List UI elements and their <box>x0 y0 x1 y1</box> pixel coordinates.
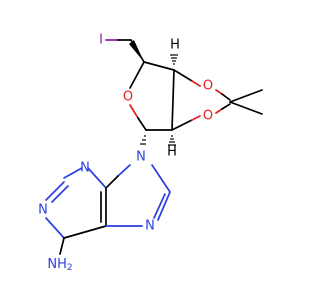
bond-c2-o-bottom <box>171 119 193 131</box>
hash-bond-bottom-h <box>168 135 176 146</box>
bond-c4-c4b <box>105 175 119 189</box>
bond-c2-n1-dbl-a <box>45 181 65 201</box>
atom-iodine: I <box>99 33 103 48</box>
bond-n9-c4 <box>117 164 131 177</box>
bond-n9-c8 <box>151 164 171 193</box>
bond-o-top-cme2 <box>221 93 231 101</box>
bond-c8-n7-b <box>153 193 166 219</box>
bond-c6-nh2 <box>59 237 65 255</box>
wedge-c4-ch2 <box>129 40 144 62</box>
bond-cme2-methyl-b <box>229 101 263 115</box>
hash-bond-top-h <box>170 54 178 65</box>
bond-c4-o4 <box>129 61 145 89</box>
bond-n3-c2 <box>63 167 83 179</box>
molecule-structure: I O O O H H N N N N NH2 <box>38 33 263 274</box>
bond-cme2-methyl-a <box>229 89 263 103</box>
bond-c3-o-top-red <box>191 80 201 87</box>
bond-c2-o-bottom-red <box>191 115 201 121</box>
atom-dioxolane-oxygen-top: O <box>203 79 213 94</box>
atom-n7: N <box>145 219 155 234</box>
atom-dioxolane-oxygen-bottom: O <box>203 109 213 124</box>
bond-o-bottom-cme2 <box>221 103 231 110</box>
bond-o4-c1 <box>137 117 147 131</box>
bond-c2-n1-dbl-b <box>51 185 69 203</box>
bond-c3-o-top <box>173 69 193 82</box>
bond-c4-n3 <box>87 167 107 189</box>
bond-o-top-cme2-red <box>215 89 223 95</box>
atom-h-bottom: H <box>167 145 177 160</box>
atom-n9: N <box>136 150 146 165</box>
bond-c8-n7-a <box>157 191 171 221</box>
bond-c3-c2 <box>171 69 175 131</box>
bond-o-bottom-cme2-red <box>215 108 223 114</box>
atom-n3: N <box>80 161 90 176</box>
bond-n1-c6 <box>45 217 65 239</box>
bond-o4-c1-red <box>129 104 139 119</box>
atom-labels: I O O O H H N N N N NH2 <box>38 33 213 274</box>
atom-ring-oxygen: O <box>123 90 133 105</box>
atom-n1: N <box>38 203 48 218</box>
bond-c4-c3 <box>143 61 175 71</box>
hash-bond-c1-n9 <box>140 135 146 145</box>
bonds <box>45 39 263 255</box>
bond-c6-c5 <box>63 225 107 239</box>
atom-h-top: H <box>170 38 180 53</box>
atom-amine: NH2 <box>47 257 72 274</box>
